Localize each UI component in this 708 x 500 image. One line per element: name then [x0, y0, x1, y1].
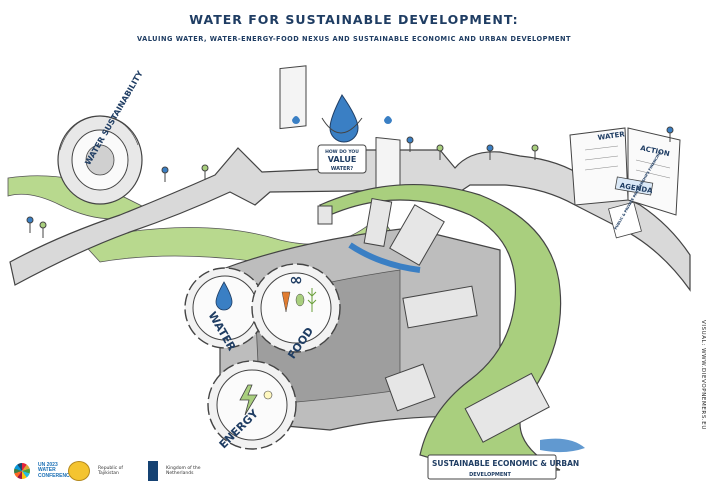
- city-buildings: [317, 198, 550, 443]
- river-lake: [540, 438, 585, 453]
- action-agenda-book: [569, 127, 681, 239]
- page-subtitle: VALUING WATER, WATER-ENERGY-FOOD NEXUS A…: [136, 35, 572, 43]
- value-pedestal: [279, 65, 401, 199]
- food-gear: [251, 263, 341, 353]
- credit-text: VISUAL: WWW.DIEVOPNEMERS.EU: [700, 320, 706, 430]
- agenda-left-label: WATER: [597, 130, 626, 142]
- value-label-end: WATER?: [331, 166, 353, 172]
- tajikistan-emblem-logo: [68, 461, 90, 481]
- river: [348, 242, 421, 273]
- food-gear-symbol: ∞: [289, 270, 302, 289]
- water-sustainability-wheel: [57, 115, 143, 205]
- road-sign-label: SUSTAINABLE ECONOMIC & URBAN: [432, 459, 579, 468]
- page-title: WATER FOR SUSTAINABLE DEVELOPMENT:: [189, 12, 519, 27]
- energy-gear: [207, 360, 297, 450]
- un-conference-logo: UN 2023 WATER CONFERENCE: [38, 461, 74, 479]
- logo-row: UN 2023 WATER CONFERENCE Republic of Taj…: [14, 455, 214, 487]
- value-label-big: VALUE: [328, 155, 357, 164]
- netherlands-logo: [148, 461, 158, 481]
- people: [26, 126, 674, 238]
- sdg-wheel-logo: [14, 463, 30, 479]
- road-sign-sub: DEVELOPMENT: [469, 472, 511, 478]
- upper-road: [9, 147, 691, 292]
- value-label-small: HOW DO YOU: [325, 149, 359, 155]
- road-sign: [427, 454, 557, 480]
- tajikistan-label: Republic of Tajikistan: [98, 465, 124, 476]
- netherlands-label: Kingdom of the Netherlands: [166, 465, 201, 476]
